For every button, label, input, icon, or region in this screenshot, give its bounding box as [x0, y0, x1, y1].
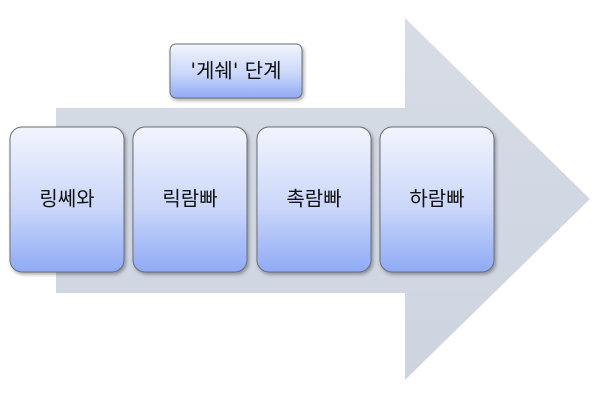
- stage-label-3: 촉람빠: [286, 187, 341, 211]
- stage-box-4: 하람빠: [379, 126, 495, 273]
- stage-title-label: '게쉐' 단계: [191, 59, 282, 83]
- stage-box-3: 촉람빠: [256, 126, 372, 273]
- stage-label-4: 하람빠: [409, 187, 464, 211]
- stage-box-1: 링쎄와: [9, 126, 125, 273]
- stage-label-1: 링쎄와: [39, 187, 94, 211]
- stage-title-box: '게쉐' 단계: [169, 43, 303, 99]
- stage-label-2: 릭람빠: [162, 187, 217, 211]
- stage-box-2: 릭람빠: [132, 126, 248, 273]
